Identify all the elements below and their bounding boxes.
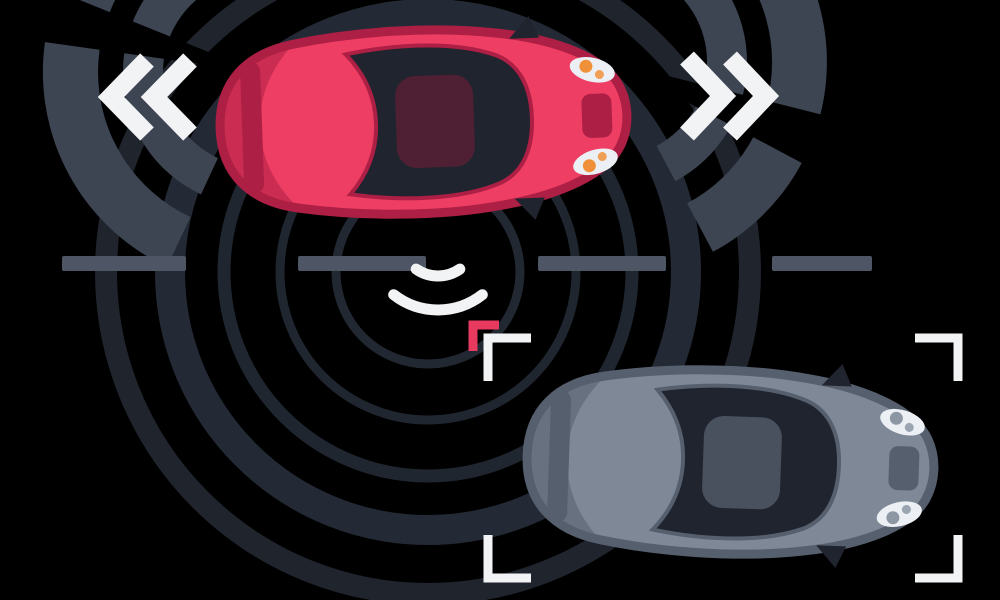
chevron-left-icon [140, 53, 197, 141]
sensor-gap [30, 0, 258, 72]
sensor-gap [612, 62, 835, 170]
sensor-band [687, 0, 827, 252]
frame-corner-bottom-left [483, 535, 531, 583]
radar-ring [95, 0, 761, 600]
lane-dashes [62, 256, 872, 271]
lane-dash [62, 256, 186, 271]
chevron-left-icon [97, 53, 154, 141]
frame-corner-top-left [483, 333, 531, 381]
sonar-waves-icon [388, 263, 488, 316]
sonar-wave [388, 289, 488, 316]
chevron-right-icon [680, 51, 737, 141]
left-chevrons-icon [97, 53, 197, 141]
sensor-fan-left [30, 0, 258, 267]
gray-car [523, 353, 938, 572]
sensor-fan-right [612, 0, 835, 252]
radar-ring [155, 0, 701, 545]
red-car [216, 12, 631, 231]
lane-dash [772, 256, 872, 271]
sensor-band [42, 0, 191, 267]
frame-corner-top-right [915, 333, 963, 381]
lane-dash [298, 256, 426, 271]
corner-bracket-icon [468, 320, 499, 351]
frame-corner-bottom-right [915, 535, 963, 583]
lane-dash [538, 256, 666, 271]
right-chevrons-icon [680, 51, 780, 141]
sensor-band [656, 0, 747, 182]
detection-frame [483, 333, 963, 583]
sonar-wave [410, 263, 466, 282]
chevron-right-icon [723, 51, 780, 141]
